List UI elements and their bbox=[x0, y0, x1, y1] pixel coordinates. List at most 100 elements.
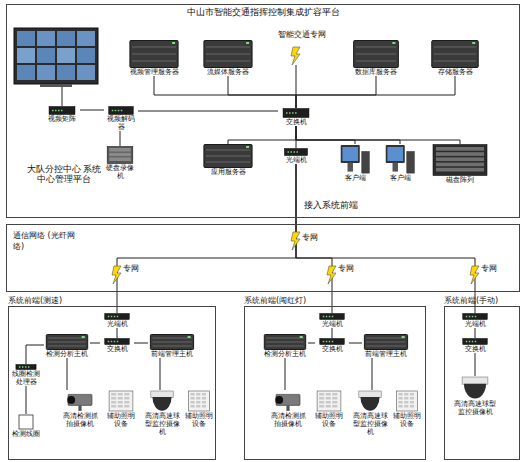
device-led bbox=[19, 366, 21, 368]
device-node: 高清检测抓拍摄像机 bbox=[60, 390, 100, 428]
device-label: 光端机 bbox=[315, 320, 349, 328]
device-icon bbox=[104, 390, 138, 412]
light-cell bbox=[191, 397, 195, 400]
light-cell bbox=[410, 393, 414, 396]
device-node: 高清高速球型监控摄像机 bbox=[452, 376, 498, 416]
device-icon bbox=[100, 338, 134, 345]
network-link bbox=[228, 126, 296, 144]
device-label: 交换机 bbox=[100, 345, 134, 353]
server-slot bbox=[366, 346, 405, 347]
light-cell bbox=[196, 397, 200, 400]
light-cell bbox=[118, 401, 123, 404]
light-cell bbox=[124, 405, 129, 408]
server-slot bbox=[48, 346, 85, 347]
device-icon bbox=[278, 108, 314, 118]
device-icon bbox=[105, 314, 129, 320]
device-led bbox=[293, 151, 295, 153]
lightning-symbol bbox=[291, 47, 300, 65]
device-led bbox=[466, 316, 468, 318]
light-cell bbox=[399, 405, 403, 408]
network-link bbox=[160, 358, 161, 390]
recorder-bay bbox=[109, 157, 131, 161]
device-icon bbox=[320, 339, 344, 345]
video-wall bbox=[14, 28, 98, 87]
light-cell bbox=[404, 393, 408, 396]
device-icon bbox=[463, 339, 487, 345]
text-label: 智能交通专网 bbox=[262, 30, 342, 39]
light-cell bbox=[118, 393, 123, 396]
network-link bbox=[117, 328, 118, 338]
pc-tower bbox=[407, 152, 414, 174]
server-slot bbox=[152, 342, 191, 343]
light-cell bbox=[319, 397, 324, 400]
device-led bbox=[28, 366, 30, 368]
disk-bay bbox=[436, 168, 484, 172]
device-node: 光端机 bbox=[100, 313, 134, 328]
device-led bbox=[332, 341, 334, 343]
camera-body bbox=[68, 394, 92, 405]
device-label: 光端机 bbox=[280, 156, 312, 164]
device-led bbox=[25, 366, 27, 368]
device-icon bbox=[463, 314, 487, 320]
device-icon bbox=[350, 390, 390, 412]
device-label: 流媒体服务器 bbox=[200, 68, 256, 76]
light-cell bbox=[202, 397, 206, 400]
frame-heading: 系统前端(手动) bbox=[444, 295, 498, 306]
server-slot bbox=[206, 162, 250, 163]
device-node: 流媒体服务器 bbox=[200, 40, 256, 76]
light-cell bbox=[191, 405, 195, 408]
device-icon bbox=[60, 390, 100, 412]
device-label: 客户端 bbox=[383, 174, 417, 182]
server-slot bbox=[152, 346, 191, 347]
frame-heading: 系统前端(闯红灯) bbox=[244, 295, 306, 306]
frontend-box: 系统前端(闯红灯)光端机交换机检测分析主机前端管理主机高清检测抓拍摄像机辅助照明… bbox=[244, 306, 426, 460]
light-cell bbox=[410, 401, 414, 404]
device-icon bbox=[105, 339, 129, 345]
server-led bbox=[392, 42, 395, 44]
device-icon bbox=[104, 146, 136, 164]
device-node: 交换机 bbox=[100, 338, 134, 353]
server-slot bbox=[206, 150, 250, 151]
disk-bay bbox=[436, 147, 484, 151]
device-node: 光端机 bbox=[458, 313, 492, 328]
server-icon bbox=[150, 335, 193, 350]
video-screen bbox=[37, 65, 55, 80]
device-node: 辅助照明设备 bbox=[184, 390, 214, 428]
device-led bbox=[287, 151, 289, 153]
video-screen bbox=[17, 48, 35, 63]
device-led bbox=[111, 341, 113, 343]
device-node: 高清检测抓拍摄像机 bbox=[268, 390, 308, 428]
text-label: 专网 bbox=[481, 264, 511, 273]
server-slot bbox=[132, 54, 176, 55]
network-link bbox=[349, 343, 362, 344]
frame-heading: 通信网络 (光纤网络) bbox=[13, 230, 77, 252]
device-icon bbox=[452, 376, 498, 400]
device-node: 客户端 bbox=[383, 144, 417, 182]
device-led bbox=[22, 366, 24, 368]
video-wall-frame bbox=[14, 28, 98, 84]
device-led bbox=[296, 151, 298, 153]
network-link bbox=[296, 76, 376, 108]
monitor-stand bbox=[348, 163, 353, 172]
disk-bay bbox=[436, 163, 484, 167]
device-node: 前端管理主机 bbox=[362, 334, 410, 358]
camera-mount bbox=[286, 405, 289, 411]
light-cell bbox=[399, 393, 403, 396]
device-label: 高清高速球型监控摄像机 bbox=[452, 400, 498, 416]
video-screen bbox=[57, 65, 75, 80]
server-slot bbox=[434, 47, 476, 48]
light-cell bbox=[118, 397, 123, 400]
light-cell bbox=[332, 393, 337, 396]
light-cell bbox=[202, 393, 206, 396]
device-node: 辅助照明设备 bbox=[312, 390, 346, 428]
dome-base bbox=[359, 391, 381, 398]
light-cell bbox=[196, 401, 200, 404]
video-screen bbox=[77, 31, 95, 46]
device-label: 光端机 bbox=[100, 320, 134, 328]
platform-frame: 中山市智能交通指挥控制集成扩容平台视频管理服务器流媒体服务器数据库服务器存储服务… bbox=[6, 4, 520, 218]
coil-icon bbox=[19, 415, 33, 429]
device-label: 视频管理服务器 bbox=[126, 68, 182, 76]
device-icon bbox=[262, 334, 308, 350]
device-node: 硬盘录像机 bbox=[104, 146, 136, 180]
light-cell bbox=[399, 397, 403, 400]
